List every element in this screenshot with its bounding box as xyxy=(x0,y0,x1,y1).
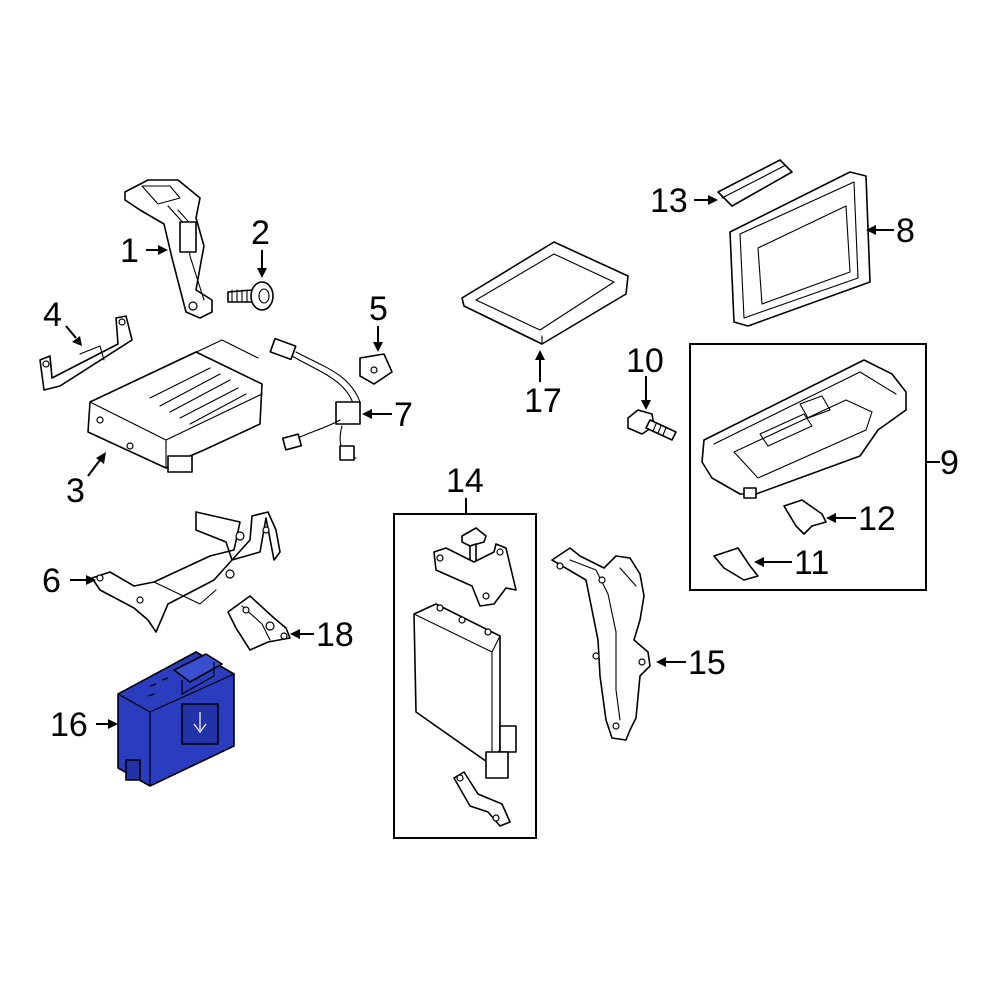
callout-18: 18 xyxy=(316,616,354,654)
part-3-amplifier-module[interactable] xyxy=(87,339,263,473)
leader-lines xyxy=(65,195,940,729)
group-box-9 xyxy=(689,343,927,591)
callout-8: 8 xyxy=(896,212,915,250)
part-1-bracket-arm[interactable] xyxy=(124,179,213,319)
callout-10: 10 xyxy=(626,342,664,380)
callout-11: 11 xyxy=(794,544,829,582)
part-4-flat-bracket[interactable] xyxy=(39,315,133,391)
part-16-body xyxy=(117,651,235,787)
part-2-screw[interactable] xyxy=(227,281,274,311)
callout-1: 1 xyxy=(120,232,139,270)
callout-14: 14 xyxy=(446,462,484,500)
callout-5: 5 xyxy=(369,290,388,328)
part-11-clip[interactable] xyxy=(713,547,759,581)
callout-16: 16 xyxy=(50,706,88,744)
part-5-clip[interactable] xyxy=(359,353,393,385)
part-13-trim-strip[interactable] xyxy=(717,159,793,207)
callout-labels: 1 2 3 4 5 6 7 8 9 10 11 12 13 14 15 16 1… xyxy=(42,182,959,744)
callout-13: 13 xyxy=(650,182,688,220)
callout-12: 12 xyxy=(858,500,896,538)
part-18-small-bracket[interactable] xyxy=(227,595,291,651)
callout-7: 7 xyxy=(394,396,413,434)
part-15-tall-bracket[interactable] xyxy=(551,547,651,741)
part-9-housing[interactable] xyxy=(701,359,907,499)
callout-15: 15 xyxy=(688,644,726,682)
callout-6: 6 xyxy=(42,562,61,600)
callout-2: 2 xyxy=(251,214,270,252)
part-17-tray[interactable] xyxy=(461,241,629,345)
callout-17: 17 xyxy=(524,382,562,420)
part-8-display-screen[interactable] xyxy=(729,171,871,327)
part-16-switch-highlighted[interactable] xyxy=(117,651,235,787)
part-14-module-assembly[interactable] xyxy=(413,527,517,827)
callout-9: 9 xyxy=(940,444,959,482)
callout-3: 3 xyxy=(66,472,85,510)
part-12-clip[interactable] xyxy=(783,499,827,535)
part-6-mounting-bracket[interactable] xyxy=(91,511,281,633)
part-10-bolt[interactable] xyxy=(627,409,677,441)
part-7-wiring-harness[interactable] xyxy=(269,337,361,461)
callout-4: 4 xyxy=(43,296,62,334)
